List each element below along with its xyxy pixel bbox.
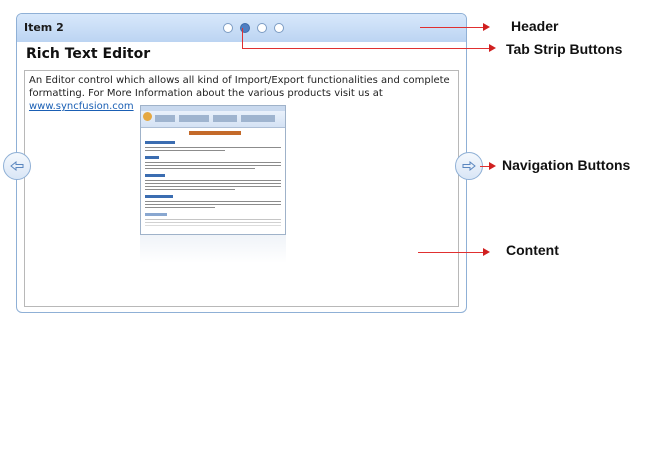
content-callout-line xyxy=(418,252,484,253)
arrow-left-icon xyxy=(10,161,24,171)
tab-strip-button-1[interactable] xyxy=(223,23,233,33)
description-text: An Editor control which allows all kind … xyxy=(29,75,450,99)
syncfusion-link[interactable]: www.syncfusion.com xyxy=(29,101,134,112)
content-callout-arrow xyxy=(483,248,490,256)
panel-title: Rich Text Editor xyxy=(26,46,151,62)
thumb-ribbon xyxy=(141,111,285,128)
tab-strip-button-3[interactable] xyxy=(257,23,268,33)
tabstrip-callout-line xyxy=(242,48,490,49)
header-callout-arrow xyxy=(483,23,490,31)
thumb-document xyxy=(141,129,285,234)
tabstrip-callout-arrow xyxy=(489,44,496,52)
arrow-right-icon xyxy=(462,161,476,171)
tab-strip xyxy=(223,23,286,35)
next-button[interactable] xyxy=(455,152,483,180)
nav-callout-label: Navigation Buttons xyxy=(502,157,631,173)
nav-callout-line xyxy=(480,166,490,167)
header-callout-label: Header xyxy=(511,18,559,34)
nav-callout-arrow xyxy=(489,162,496,170)
header-callout-line xyxy=(420,27,484,28)
carousel-panel: Item 2 Rich Text Editor An Editor contro… xyxy=(16,13,467,313)
tabstrip-callout-vline xyxy=(242,28,243,48)
prev-button[interactable] xyxy=(3,152,31,180)
thumb-doc-heading xyxy=(189,131,241,135)
content-area: An Editor control which allows all kind … xyxy=(24,70,459,307)
tabstrip-callout-label: Tab Strip Buttons xyxy=(506,41,623,57)
tab-strip-button-4[interactable] xyxy=(274,23,285,33)
content-description: An Editor control which allows all kind … xyxy=(29,74,455,113)
thumb-reflection xyxy=(140,235,286,263)
panel-header: Item 2 xyxy=(17,14,466,42)
editor-screenshot-image xyxy=(140,105,286,235)
office-orb-icon xyxy=(143,112,152,121)
header-title: Item 2 xyxy=(24,21,64,34)
content-callout-label: Content xyxy=(506,242,559,258)
tab-strip-button-2[interactable] xyxy=(240,23,251,33)
